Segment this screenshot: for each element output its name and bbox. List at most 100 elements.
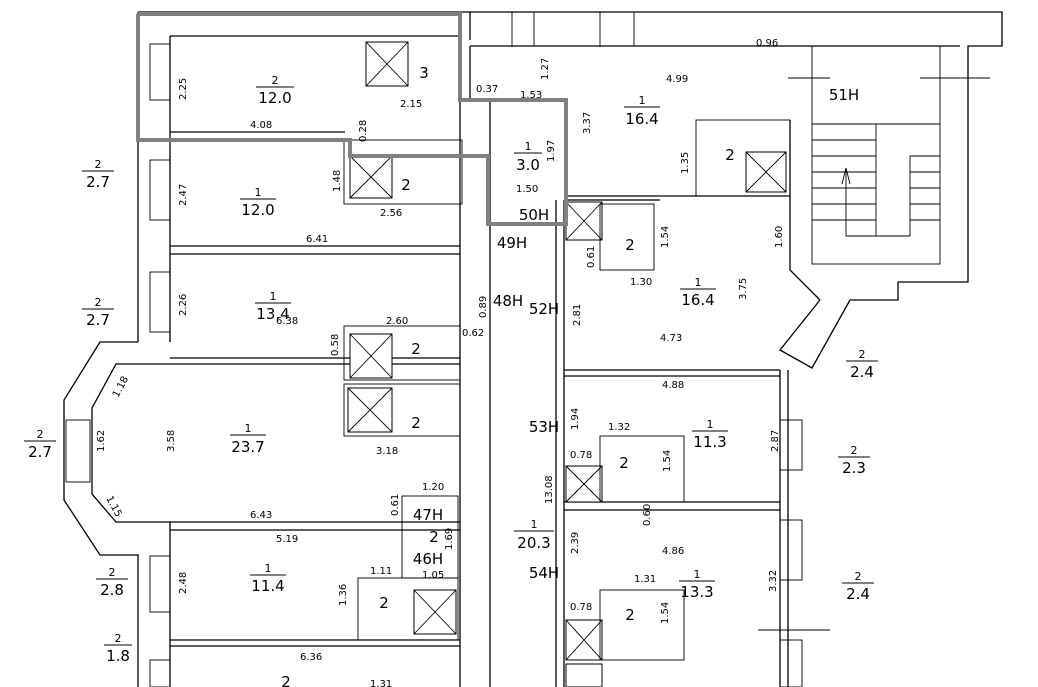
svg-text:2: 2	[625, 606, 635, 624]
svg-text:2.87: 2.87	[770, 430, 781, 452]
svg-text:2: 2	[851, 444, 858, 457]
svg-text:13.4: 13.4	[256, 305, 289, 323]
svg-text:3.58: 3.58	[166, 430, 177, 452]
room-b5: 2	[411, 414, 421, 432]
room-r11: 113.3	[679, 568, 715, 601]
room-r4: 13.0	[514, 140, 542, 174]
room-labels: 212.0 3 116.4 13.0 112.0 113.4 116.4 123…	[24, 64, 878, 687]
svg-text:20.3: 20.3	[517, 534, 550, 552]
svg-text:4.88: 4.88	[662, 380, 684, 391]
svg-text:2.47: 2.47	[178, 184, 189, 206]
room-ext5: 21.8	[104, 632, 132, 665]
svg-text:1.27: 1.27	[540, 58, 551, 80]
room-r3: 116.4	[624, 94, 660, 128]
svg-text:2: 2	[95, 296, 102, 309]
svg-text:1.69: 1.69	[444, 528, 455, 550]
svg-text:2: 2	[411, 340, 421, 358]
room-r7: 116.4	[680, 276, 716, 309]
svg-text:1.30: 1.30	[630, 277, 652, 288]
svg-text:12.0: 12.0	[258, 89, 291, 107]
svg-text:0.37: 0.37	[476, 84, 498, 95]
svg-text:3: 3	[419, 64, 429, 82]
svg-text:2.4: 2.4	[846, 585, 870, 603]
room-r6: 113.4	[255, 290, 291, 323]
svg-text:1.11: 1.11	[370, 566, 392, 577]
svg-text:13.08: 13.08	[544, 475, 555, 504]
svg-text:3.0: 3.0	[516, 156, 540, 174]
room-ext3: 22.7	[24, 428, 56, 461]
unit-52: 52Н	[529, 300, 559, 318]
svg-text:2.7: 2.7	[28, 443, 52, 461]
room-r10: 120.3	[514, 518, 554, 552]
svg-text:1: 1	[695, 276, 702, 289]
room-b3: 2	[625, 236, 635, 254]
svg-text:13.3: 13.3	[680, 583, 713, 601]
room-b1: 2	[401, 176, 411, 194]
svg-text:2: 2	[725, 146, 735, 164]
svg-text:2: 2	[625, 236, 635, 254]
svg-text:2.15: 2.15	[400, 99, 422, 110]
svg-text:2: 2	[859, 348, 866, 361]
room-ext2: 22.7	[82, 296, 114, 329]
svg-text:23.7: 23.7	[231, 438, 264, 456]
svg-text:1.54: 1.54	[660, 226, 671, 248]
room-r5: 112.0	[240, 186, 276, 219]
svg-text:1.97: 1.97	[546, 140, 557, 162]
svg-text:1.31: 1.31	[370, 679, 392, 687]
svg-text:4.86: 4.86	[662, 546, 684, 557]
svg-text:0.61: 0.61	[390, 494, 401, 516]
unit-labels: 51Н 50Н 49Н 48Н 52Н 53Н 54Н 47Н 46Н	[413, 86, 859, 582]
svg-text:2: 2	[429, 528, 439, 546]
svg-text:4.73: 4.73	[660, 333, 682, 344]
room-r9: 111.3	[692, 418, 728, 451]
svg-text:11.3: 11.3	[693, 433, 726, 451]
svg-text:1.36: 1.36	[338, 584, 349, 606]
svg-text:2.4: 2.4	[850, 363, 874, 381]
svg-text:0.58: 0.58	[330, 334, 341, 356]
svg-text:2: 2	[855, 570, 862, 583]
svg-text:2.26: 2.26	[178, 294, 189, 316]
svg-text:2: 2	[272, 74, 279, 87]
unit-54: 54Н	[529, 564, 559, 582]
svg-text:1.48: 1.48	[332, 170, 343, 192]
svg-text:3.18: 3.18	[376, 446, 398, 457]
svg-text:2: 2	[379, 594, 389, 612]
room-b4: 2	[411, 340, 421, 358]
svg-text:0.78: 0.78	[570, 450, 592, 461]
room-ext1: 22.7	[82, 158, 114, 191]
svg-text:3.37: 3.37	[582, 112, 593, 134]
svg-text:2.7: 2.7	[86, 173, 110, 191]
svg-text:1.54: 1.54	[662, 450, 673, 472]
svg-text:12.0: 12.0	[241, 201, 274, 219]
svg-text:1: 1	[707, 418, 714, 431]
svg-text:16.4: 16.4	[625, 110, 658, 128]
svg-text:1: 1	[531, 518, 538, 531]
svg-text:1.15: 1.15	[103, 494, 123, 519]
svg-text:2.25: 2.25	[178, 78, 189, 100]
svg-text:1: 1	[255, 186, 262, 199]
svg-text:0.28: 0.28	[358, 120, 369, 142]
svg-text:0.60: 0.60	[642, 504, 653, 526]
unit-49: 49Н	[497, 234, 527, 252]
svg-text:2.3: 2.3	[842, 459, 866, 477]
room-b6: 2	[619, 454, 629, 472]
svg-text:2: 2	[411, 414, 421, 432]
svg-text:1.60: 1.60	[774, 226, 785, 248]
room-r1: 212.0	[256, 74, 294, 107]
unit-48: 48Н	[493, 292, 523, 310]
svg-text:1.31: 1.31	[634, 574, 656, 585]
svg-text:0.89: 0.89	[478, 296, 489, 318]
svg-text:11.4: 11.4	[251, 577, 284, 595]
svg-text:6.41: 6.41	[306, 234, 328, 245]
svg-text:1.35: 1.35	[680, 152, 691, 174]
svg-text:2: 2	[95, 158, 102, 171]
svg-text:2: 2	[115, 632, 122, 645]
svg-text:0.61: 0.61	[586, 246, 597, 268]
svg-text:1.18: 1.18	[111, 375, 131, 400]
svg-text:1.54: 1.54	[660, 602, 671, 624]
svg-text:3.75: 3.75	[738, 278, 749, 300]
room-b2: 2	[725, 146, 735, 164]
svg-text:2: 2	[281, 673, 291, 687]
svg-text:5.19: 5.19	[276, 534, 298, 545]
